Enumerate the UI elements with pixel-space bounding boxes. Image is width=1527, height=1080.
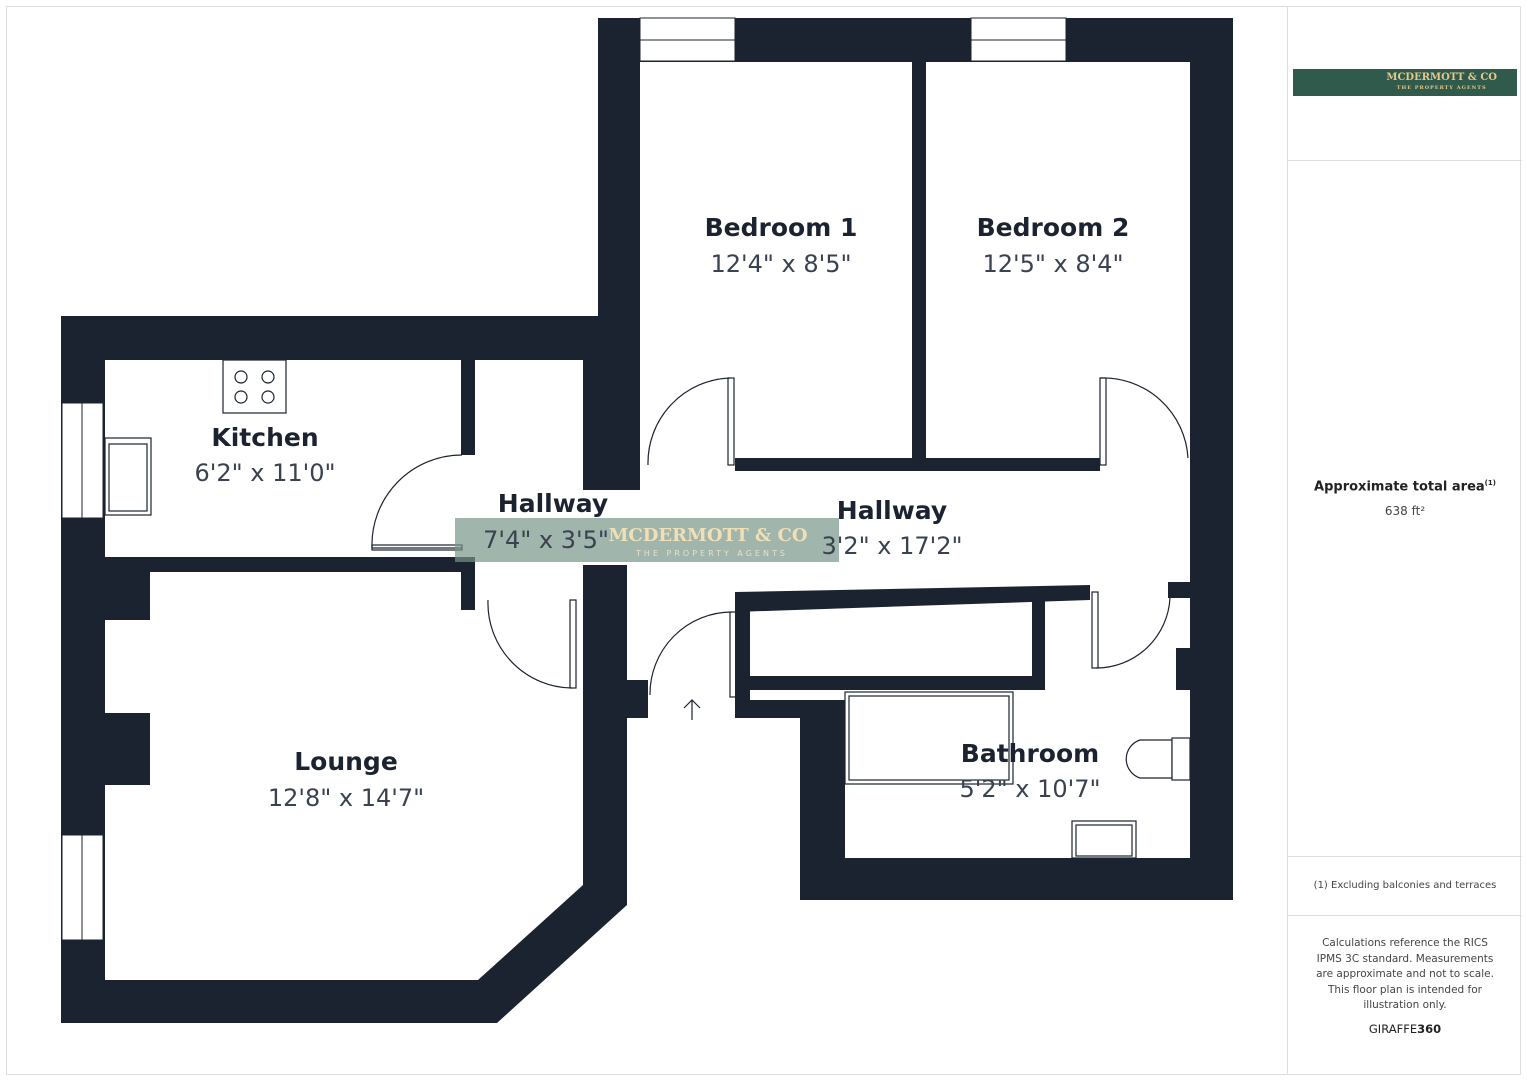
area-label: Approximate total area xyxy=(1314,479,1485,495)
hob-icon xyxy=(222,359,287,414)
toilet-icon xyxy=(1125,739,1173,779)
room-dims-kitchen: 6'2" x 11'0" xyxy=(194,459,335,487)
brand-tagline: THE PROPERTY AGENTS xyxy=(1396,84,1487,91)
area-section: Approximate total area(1) 638 ft² xyxy=(1288,161,1522,857)
room-name-lounge: Lounge xyxy=(294,747,398,776)
room-name-hallway-1: Hallway xyxy=(498,489,608,518)
room-dims-bathroom: 5'2" x 10'7" xyxy=(959,775,1100,803)
fixtures xyxy=(104,359,1191,859)
room-name-bathroom: Bathroom xyxy=(961,739,1099,768)
room-dims-lounge: 12'8" x 14'7" xyxy=(268,784,424,812)
footnote: (1) Excluding balconies and terraces xyxy=(1288,857,1522,916)
room-dims-bedroom-1: 12'4" x 8'5" xyxy=(710,250,851,278)
room-dims-bedroom-2: 12'5" x 8'4" xyxy=(982,250,1123,278)
room-dims-hallway-1: 7'4" x 3'5" xyxy=(483,526,609,554)
room-name-kitchen: Kitchen xyxy=(211,423,318,452)
room-name-bedroom-2: Bedroom 2 xyxy=(977,213,1130,242)
brand-name: MCDERMOTT & CO xyxy=(1386,71,1497,83)
watermark-name: MCDERMOTT & CO xyxy=(608,525,807,546)
doors xyxy=(371,377,1189,720)
disclaimer-section: Calculations reference the RICS IPMS 3C … xyxy=(1288,916,1522,1074)
area-value: 638 ft² xyxy=(1384,504,1426,518)
credit-text: GIRAFFE xyxy=(1368,1021,1418,1036)
page-frame xyxy=(6,6,1521,1075)
windows xyxy=(61,17,1067,941)
disclaimer-text: Calculations reference the RICS IPMS 3C … xyxy=(1316,937,1494,1011)
room-dims-hallway-2: 3'2" x 17'2" xyxy=(821,532,962,560)
area-note-marker: (1) xyxy=(1484,479,1496,487)
giraffe360-credit: GIRAFFE360 xyxy=(1288,1022,1522,1036)
room-name-hallway-2: Hallway xyxy=(837,496,947,525)
floor-plan: MCDERMOTT & CO THE PROPERTY AGENTS Bedro… xyxy=(61,17,1233,1023)
watermark-logo: MCDERMOTT & CO THE PROPERTY AGENTS xyxy=(455,518,839,562)
watermark-band xyxy=(455,518,839,562)
credit-number: 360 xyxy=(1417,1021,1442,1036)
watermark-tagline: THE PROPERTY AGENTS xyxy=(635,549,788,558)
room-name-bedroom-1: Bedroom 1 xyxy=(705,213,858,242)
